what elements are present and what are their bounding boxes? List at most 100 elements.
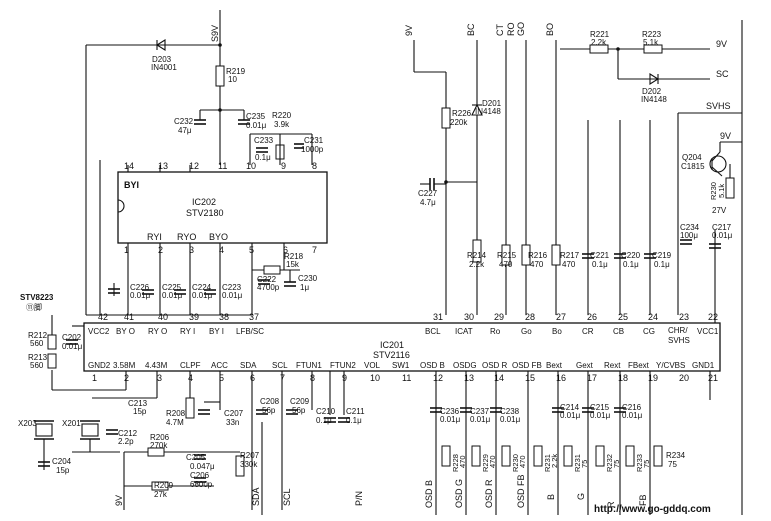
bottom-signal-labels: 9V SDA SCL P/N OSD B OSD G OSD R OSD FB …: [114, 474, 648, 508]
ic202-pin-11: 11: [218, 161, 227, 171]
ic201-pin-41: 41: [124, 312, 134, 322]
ic202-pin-14: 14: [124, 161, 134, 171]
ic201-pin-22: 22: [708, 312, 718, 322]
d203-part: IN4001: [151, 63, 177, 72]
ic201-name-gext: Gext: [576, 361, 594, 370]
c207-value: 33n: [226, 418, 239, 427]
rgb-out-network: R215 470 R216 470 R217 470 C221 0.1μ C22…: [497, 40, 672, 315]
c222-value: 4700p: [257, 283, 280, 292]
ic202-ref: IC202: [192, 197, 216, 207]
ic201-pin-13: 13: [464, 373, 474, 383]
r217-value: 470: [562, 260, 576, 269]
c220-value: 0.1μ: [623, 260, 639, 269]
ic202-pin-8: 8: [312, 161, 317, 171]
ic201-name-sw1: SW1: [392, 361, 410, 370]
signal-9v-top: 9V: [404, 25, 414, 36]
c231-ref: C231: [304, 136, 324, 145]
ic201-name-bcl: BCL: [425, 327, 441, 336]
c207-ref: C207: [224, 409, 244, 418]
r230b-ref: R230: [511, 454, 520, 472]
ic201-pin-12: 12: [433, 373, 443, 383]
c211-value: 0.1μ: [346, 416, 362, 425]
clpf-acc-network: R208 4.7M C207 33n R206 270k C205 0.047μ…: [123, 371, 345, 515]
c238-ref: C238: [500, 407, 520, 416]
q204-ref: Q204: [682, 153, 702, 162]
ic201-pin-23: 23: [679, 312, 689, 322]
c227-value: 4.7μ: [420, 198, 436, 207]
c202-ref: C202: [62, 333, 82, 342]
c215-ref: C215: [590, 403, 610, 412]
ic201-name-cb: CB: [613, 327, 624, 336]
ic201-name-vol: VOL: [364, 361, 381, 370]
c208-ref: C208: [260, 397, 280, 406]
c210-value: 0.1μ: [316, 416, 332, 425]
r221-r223-d202: R221 2.2k R223 5.1k D202 IN4148: [589, 30, 667, 104]
r231-ref: R231: [543, 454, 552, 472]
c225-ref: C225: [162, 283, 182, 292]
bottom-label-pn: P/N: [354, 491, 364, 506]
c221-ref: C221: [590, 251, 610, 260]
ic201-name-bo: Bo: [552, 327, 562, 336]
c231-value: 1000p: [301, 145, 324, 154]
c219-ref: C219: [652, 251, 672, 260]
c205-ref: C205: [186, 453, 206, 462]
r206-ref: R206: [150, 433, 170, 442]
rail-9v: 9V: [716, 39, 727, 49]
c213-ref: C213: [128, 399, 148, 408]
ic201-name-ftun2: FTUN2: [330, 361, 356, 370]
ic202-pin-3: 3: [189, 245, 194, 255]
ic201-name-vcc2: VCC2: [88, 327, 110, 336]
ic201-pin-1: 1: [92, 373, 97, 383]
c212-ref: C212: [118, 429, 138, 438]
signal-bo: BO: [545, 23, 555, 36]
crystal-x203: X203: [18, 419, 37, 428]
ic202-pin-6: 6: [283, 245, 288, 255]
r230-ref: R230: [709, 182, 718, 200]
ic201-pin-31: 31: [433, 312, 443, 322]
ic202-pin-4: 4: [219, 245, 224, 255]
d203-ref: D203: [152, 55, 172, 64]
r220-value: 3.9k: [274, 120, 290, 129]
c213-value: 15p: [133, 407, 147, 416]
ic201-name-ftun1: FTUN1: [296, 361, 322, 370]
d202-ref: D202: [642, 87, 662, 96]
c227-ref: C227: [418, 189, 438, 198]
r226-value: 220k: [450, 118, 468, 127]
r233-value: 75: [642, 460, 651, 468]
q204-part: C1815: [681, 162, 705, 171]
c208-value: 56p: [262, 406, 276, 415]
signal-s9v: S9V: [210, 25, 220, 42]
ic202-label-ryi: RYI: [147, 232, 162, 242]
r230-value: 5.1k: [717, 184, 726, 198]
c238-value: 0.01μ: [500, 415, 521, 424]
c216-value: 0.01μ: [622, 411, 643, 420]
r219-value: 10: [228, 75, 237, 84]
ic201-pin-24: 24: [648, 312, 658, 322]
c210-ref: C210: [316, 407, 336, 416]
ic202-pin-7: 7: [312, 245, 317, 255]
c232-value: 47μ: [178, 126, 192, 135]
c234-ref: C234: [680, 223, 700, 232]
ic201-ref: IC201: [380, 340, 404, 350]
c233-ref: C233: [254, 136, 274, 145]
c206-ref: C206: [190, 471, 210, 480]
ic202-pin-13: 13: [158, 161, 168, 171]
ic201-name-osdr: OSD R: [482, 361, 508, 370]
ic201-name-osdg: OSDG: [453, 361, 477, 370]
r229-value: 470: [488, 455, 497, 468]
c217-value: 0.01μ: [712, 231, 733, 240]
r206-value: 270k: [150, 441, 168, 450]
c223-ref: C223: [222, 283, 242, 292]
r208-value: 4.7M: [166, 418, 184, 427]
bottom-label-sda: SDA: [251, 487, 261, 506]
d202-part: IN4148: [641, 95, 667, 104]
left-crystal-network: STV8223 ⑪脚 R212 560 R213 560 C202 0.01μ …: [18, 293, 158, 475]
r221-value: 2.2k: [591, 38, 607, 47]
ic202-label-byi: BYI: [124, 180, 139, 190]
ic201-pin-18: 18: [618, 373, 628, 383]
ic201-name-byo: BY O: [116, 327, 135, 336]
ic201-name-chr: CHR/: [668, 326, 688, 335]
r231b-ref: R231: [573, 454, 582, 472]
connector-ref: STV8223: [20, 293, 54, 302]
ic201-name-osdb: OSD B: [420, 361, 445, 370]
